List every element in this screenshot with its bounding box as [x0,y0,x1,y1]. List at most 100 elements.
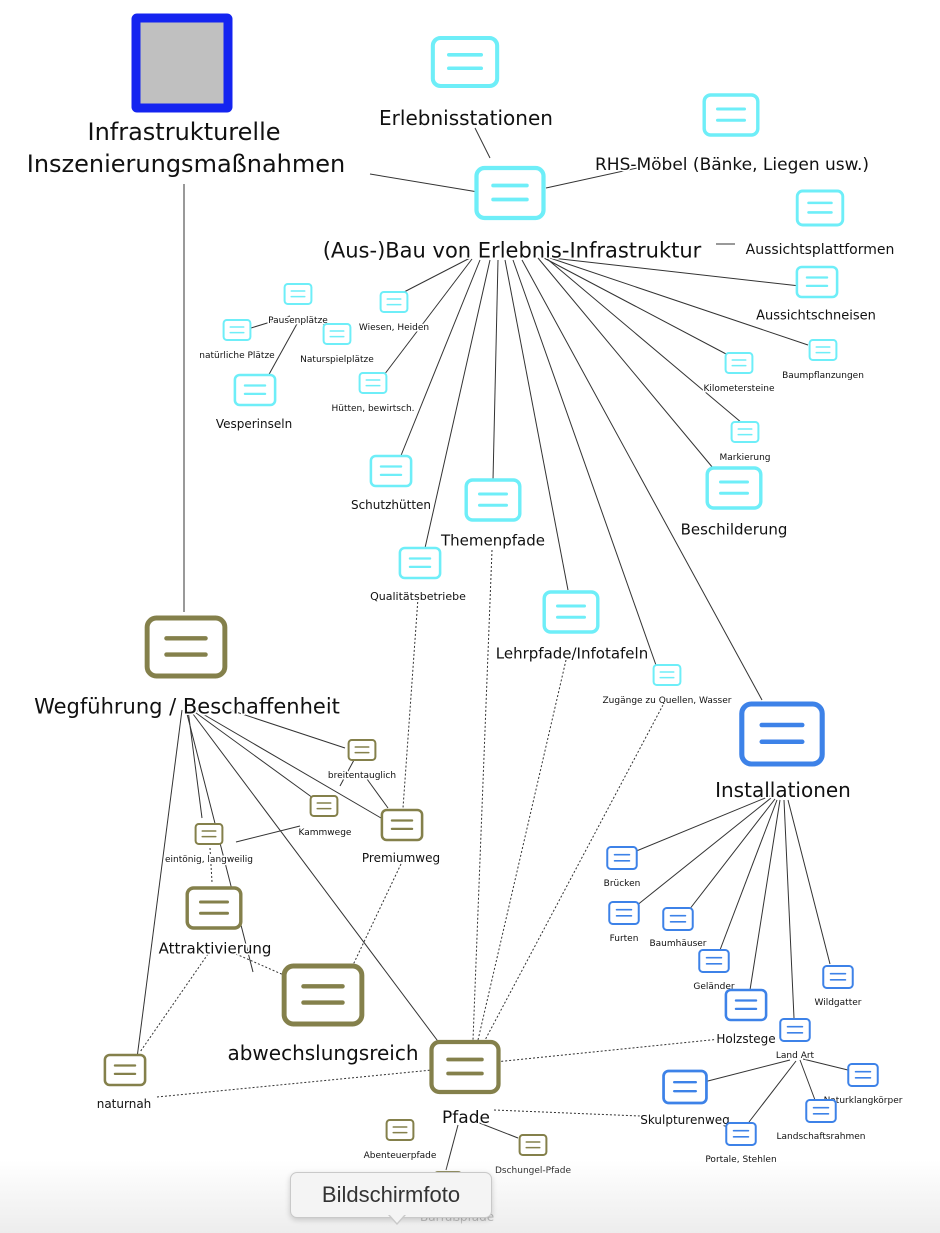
node-aussichtsplattformen[interactable]: Aussichtsplattformen [744,189,896,259]
node-weg[interactable]: Wegführung / Beschaffenheit [33,615,341,720]
note-icon [518,1134,548,1156]
edge-43 [445,1124,459,1171]
node-markierung[interactable]: Markierung [718,421,772,465]
node-label-wiesen: Wiesen, Heiden [359,323,429,333]
edge-41 [494,1037,731,1063]
note-icon [725,1122,757,1146]
node-vesper[interactable]: Vesperinseln [214,373,294,433]
node-label-themen: Themenpfade [440,531,545,549]
node-label-install: Installationen [715,778,851,802]
node-label-vesper: Vesperinseln [216,417,292,431]
note-icon [322,323,352,345]
node-premium[interactable]: Premiumweg [360,808,442,867]
note-icon [724,352,754,374]
node-holzstege[interactable]: Holzstege [715,988,777,1048]
edge-52 [703,1059,791,1083]
node-wiesen[interactable]: Wiesen, Heiden [357,291,431,335]
node-naturklang[interactable]: Naturklangkörper [822,1063,904,1108]
node-label-weg: Wegführung / Beschaffenheit [34,694,340,718]
node-portale[interactable]: Portale, Stehlen [704,1122,778,1167]
note-icon [474,165,546,221]
node-eintoenig[interactable]: eintönig, langweilig [164,823,254,867]
edge-15 [543,257,729,356]
edge-6 [403,257,471,293]
note-icon [380,808,424,842]
node-wildgatter[interactable]: Wildgatter [813,965,863,1010]
node-label-beschilderung: Beschilderung [681,520,788,538]
node-label-lehr: Lehrpfade/Infotafeln [496,644,648,662]
note-icon [430,35,500,89]
edge-9 [424,259,491,549]
node-bruecken[interactable]: Brücken [602,846,642,891]
note-icon [379,291,409,313]
edge-5 [551,257,801,287]
node-schutz[interactable]: Schutzhütten [349,454,433,514]
edge-53 [748,1060,797,1123]
node-landart[interactable]: Land Art [774,1018,816,1063]
node-bau[interactable]: (Aus-)Bau von Erlebnis-Infrastruktur [321,165,703,264]
node-label-attrakt: Attraktivierung [159,939,272,957]
edge-49 [749,799,781,991]
node-natuerliche[interactable]: natürliche Plätze [198,319,277,363]
node-qualitaet[interactable]: Qualitätsbetriebe [369,546,468,604]
node-breiten[interactable]: breitentauglich [326,739,398,783]
note-icon [429,1039,501,1095]
node-themen[interactable]: Themenpfade [439,478,547,551]
note-icon [730,421,760,443]
note-icon [283,283,313,305]
node-baum[interactable]: Baumpflanzungen [781,339,865,383]
node-label-erlebnisstationen: Erlebnisstationen [379,106,553,130]
node-install[interactable]: Installationen [714,701,852,804]
node-label-aussichtsplattformen: Aussichtsplattformen [746,242,895,258]
node-gelaender[interactable]: Geländer [692,949,736,994]
node-abwechs[interactable]: abwechslungsreich [226,963,420,1067]
node-km[interactable]: Kilometersteine [702,352,776,396]
node-furten[interactable]: Furten [608,901,640,946]
node-label-premium: Premiumweg [362,851,440,865]
note-icon [358,372,388,394]
edge-39 [477,659,567,1041]
node-aussichtsschneisen[interactable]: Aussichtschneisen [755,265,877,325]
node-label-landschaft: Landschaftsrahmen [777,1132,866,1142]
node-zugaenge[interactable]: Zugänge zu Quellen, Wasser [601,664,733,708]
node-pfade[interactable]: Pfade [429,1039,501,1129]
edge-32 [402,597,419,809]
note-icon [542,590,600,634]
note-icon [222,319,252,341]
edge-46 [635,797,772,907]
node-erlebnisstationen[interactable]: Erlebnisstationen [378,35,554,132]
node-abenteuer[interactable]: Abenteuerpfade [362,1119,438,1163]
node-kamm[interactable]: Kammwege [297,795,353,840]
note-icon [705,466,763,510]
note-icon [398,546,442,580]
node-label-huetten: Hütten, bewirtsch. [331,404,414,414]
node-label-schutz: Schutzhütten [351,498,431,512]
note-icon [464,478,522,522]
edge-10 [492,259,499,481]
edge-40 [483,704,664,1043]
node-huetten[interactable]: Hütten, bewirtsch. [330,372,416,416]
node-label-km: Kilometersteine [704,384,775,394]
node-landschaft[interactable]: Landschaftsrahmen [775,1099,867,1144]
note-icon [194,823,224,845]
tooltip-arrow [388,1214,406,1225]
node-label-dschungel: Dschungel-Pfade [495,1166,572,1176]
node-naturspiel[interactable]: Naturspielplätze [299,323,376,367]
node-pausenplaetze[interactable]: Pausenplätze [267,283,330,328]
note-icon [662,1069,708,1105]
edge-26 [189,709,447,1053]
edge-7 [383,258,473,376]
edge-24 [229,709,346,749]
edge-31 [235,825,301,843]
node-rhs[interactable]: RHS-Möbel (Bänke, Liegen usw.) [593,93,871,176]
node-lehr[interactable]: Lehrpfade/Infotafeln [494,590,650,664]
edge-17 [549,257,809,346]
node-naturnah[interactable]: naturnah [95,1053,153,1113]
node-dschungel[interactable]: Dschungel-Pfade [493,1134,573,1178]
node-beschilderung[interactable]: Beschilderung [679,466,789,540]
node-baumhaeuser[interactable]: Baumhäuser [648,907,708,951]
node-attrakt[interactable]: Attraktivierung [157,886,273,959]
node-skulptur[interactable]: Skulpturenweg [639,1069,731,1129]
note-icon [606,846,638,870]
